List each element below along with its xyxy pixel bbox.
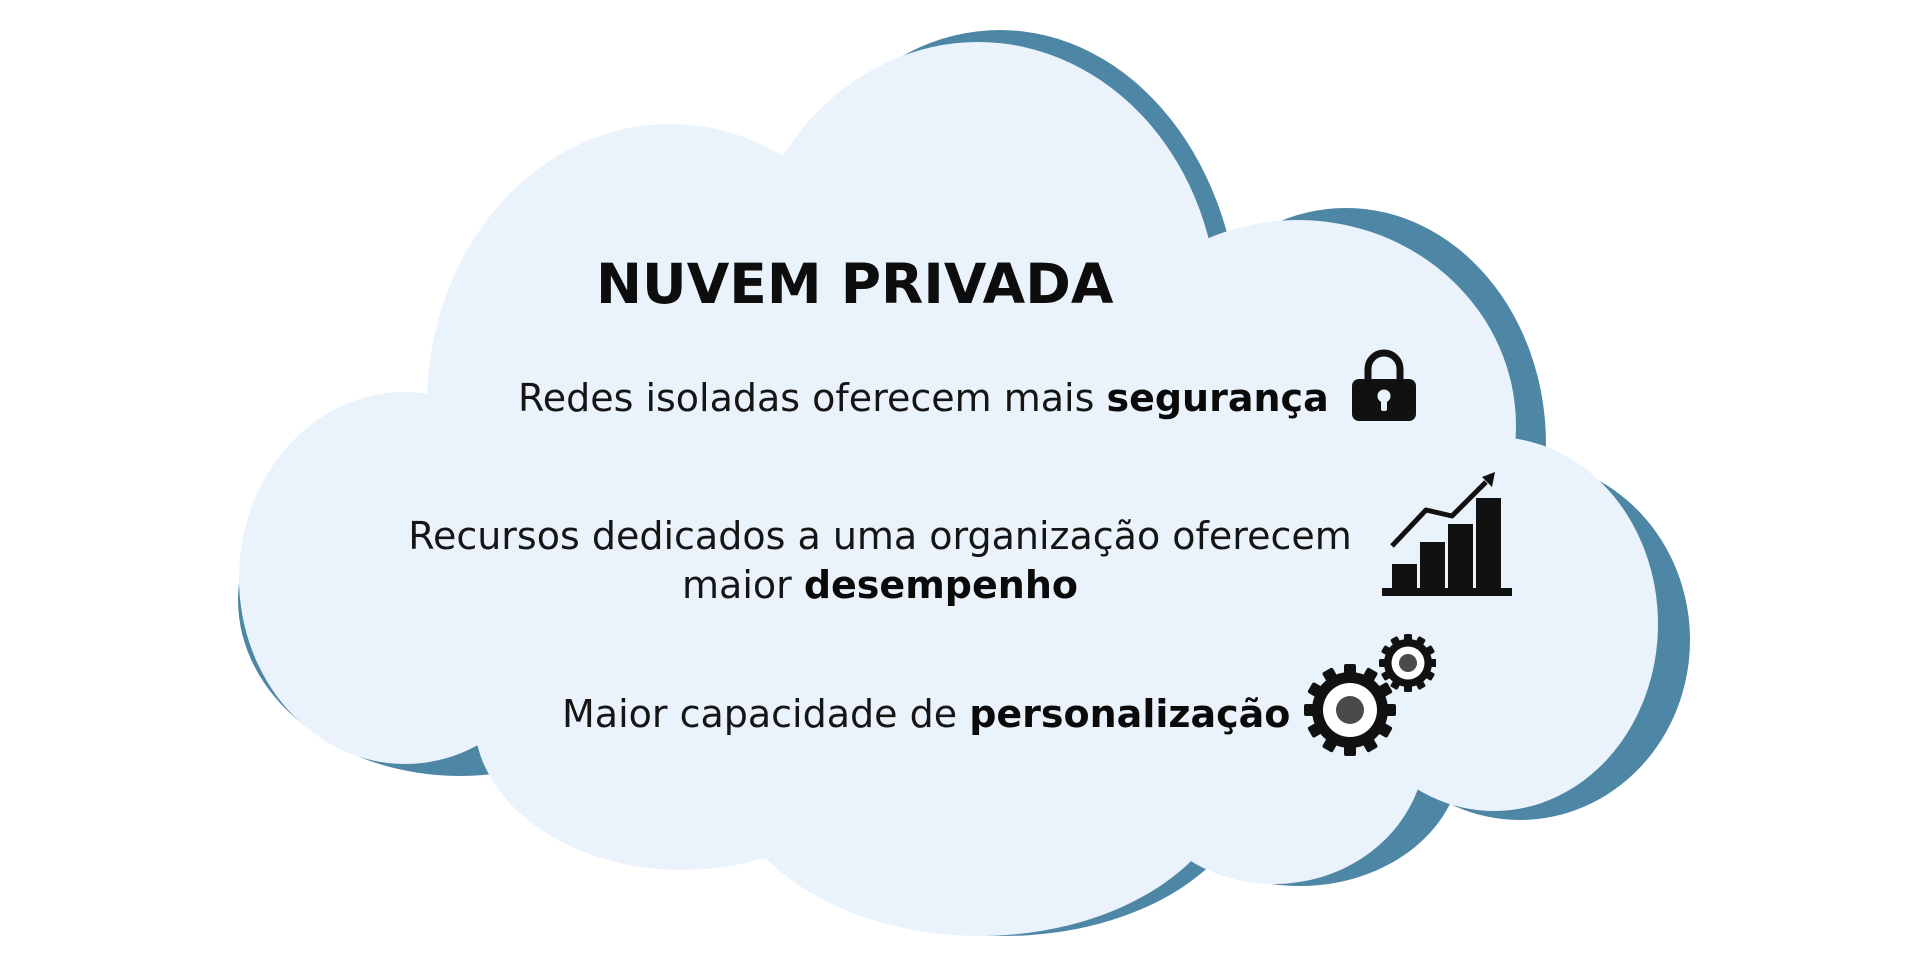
feature-performance-line2: maior desempenho (380, 561, 1380, 610)
bar-chart-growth-icon (1382, 472, 1512, 596)
cloud-body (239, 42, 1658, 936)
large-gear-icon (1304, 664, 1396, 756)
feature-customization-bold: personalização (969, 692, 1291, 736)
small-gear-icon (1379, 634, 1436, 692)
feature-security-bold: segurança (1106, 376, 1329, 420)
feature-customization: Maior capacidade de personalização (562, 690, 1290, 739)
cloud-title: NUVEM PRIVADA (596, 252, 1114, 316)
lock-icon (1352, 349, 1416, 421)
feature-performance-line1: Recursos dedicados a uma organização ofe… (408, 514, 1352, 558)
feature-performance-prefix: maior (682, 563, 804, 607)
feature-performance-bold: desempenho (803, 563, 1078, 607)
feature-performance: Recursos dedicados a uma organização ofe… (380, 512, 1380, 610)
gears-icon (1304, 634, 1436, 756)
feature-security: Redes isoladas oferecem mais segurança (518, 374, 1329, 423)
feature-security-text: Redes isoladas oferecem mais (518, 376, 1107, 420)
feature-customization-text: Maior capacidade de (562, 692, 970, 736)
